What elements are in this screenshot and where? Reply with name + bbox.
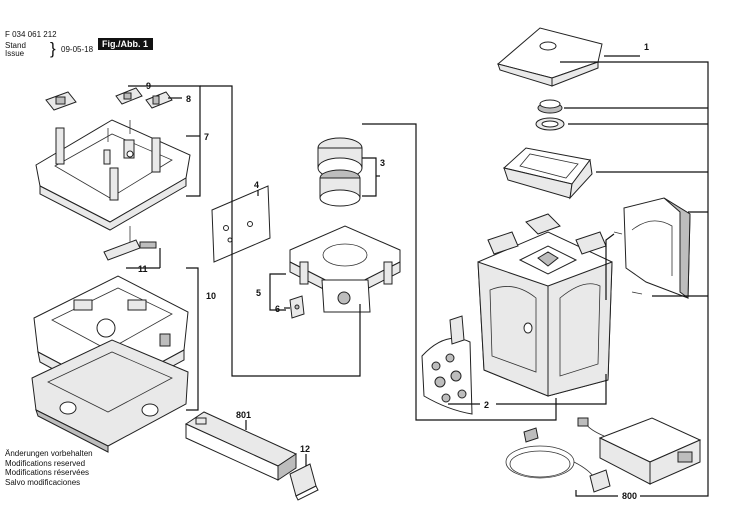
callout-801: 801 (236, 410, 251, 420)
note-de: Änderungen vorbehalten (5, 449, 93, 458)
leader-lines (126, 55, 709, 497)
housing-top-cover (35, 119, 191, 231)
callout-800: 800 (622, 491, 637, 501)
modification-notes: Änderungen vorbehalten Modifications res… (5, 449, 93, 487)
figure-label: Fig./Abb. 1 (98, 38, 153, 50)
screws-right (613, 231, 643, 295)
front-window (421, 337, 473, 415)
issue-label: Issue (5, 49, 25, 58)
callout-8: 8 (186, 94, 191, 104)
screws-top (107, 120, 131, 142)
clip-part-8 (145, 91, 173, 109)
doc-number: F 034 061 212 (5, 30, 57, 39)
lens-ring (535, 99, 565, 131)
motor-assembly (317, 137, 363, 207)
side-cover (623, 197, 691, 299)
callout-5: 5 (256, 288, 261, 298)
callout-6: 6 (275, 304, 280, 314)
stand-issue-brace: } (50, 39, 56, 58)
callout-4: 4 (254, 180, 259, 190)
note-es: Salvo modificaciones (5, 477, 81, 487)
small-part-6 (289, 295, 305, 319)
callout-9: 9 (146, 81, 151, 91)
callout-3: 3 (380, 158, 385, 168)
callout-1: 1 (644, 42, 649, 52)
charger-800 (505, 417, 702, 493)
clip-part-9 (115, 87, 143, 105)
note-fr: Modifications réservées (5, 468, 90, 477)
battery-pack-801 (184, 411, 298, 481)
clip-left (45, 91, 77, 111)
note-en: Modifications reserved (5, 458, 86, 468)
pendulum-frame (289, 225, 401, 313)
circuit-board (211, 185, 271, 263)
screw-part-11 (103, 226, 157, 261)
callout-12: 12 (300, 444, 310, 454)
stand-label: Stand (5, 41, 26, 50)
battery-cover-12 (289, 463, 319, 501)
callout-7: 7 (204, 132, 209, 142)
base-rubber (31, 339, 189, 453)
issue-date: 09-05-18 (61, 45, 94, 54)
seal-strip (449, 315, 465, 345)
callout-10: 10 (206, 291, 216, 301)
glass-prism-housing (502, 147, 593, 200)
top-cap (496, 27, 603, 87)
callout-2: 2 (484, 400, 489, 410)
main-housing (477, 213, 613, 397)
callout-11: 11 (138, 264, 148, 274)
